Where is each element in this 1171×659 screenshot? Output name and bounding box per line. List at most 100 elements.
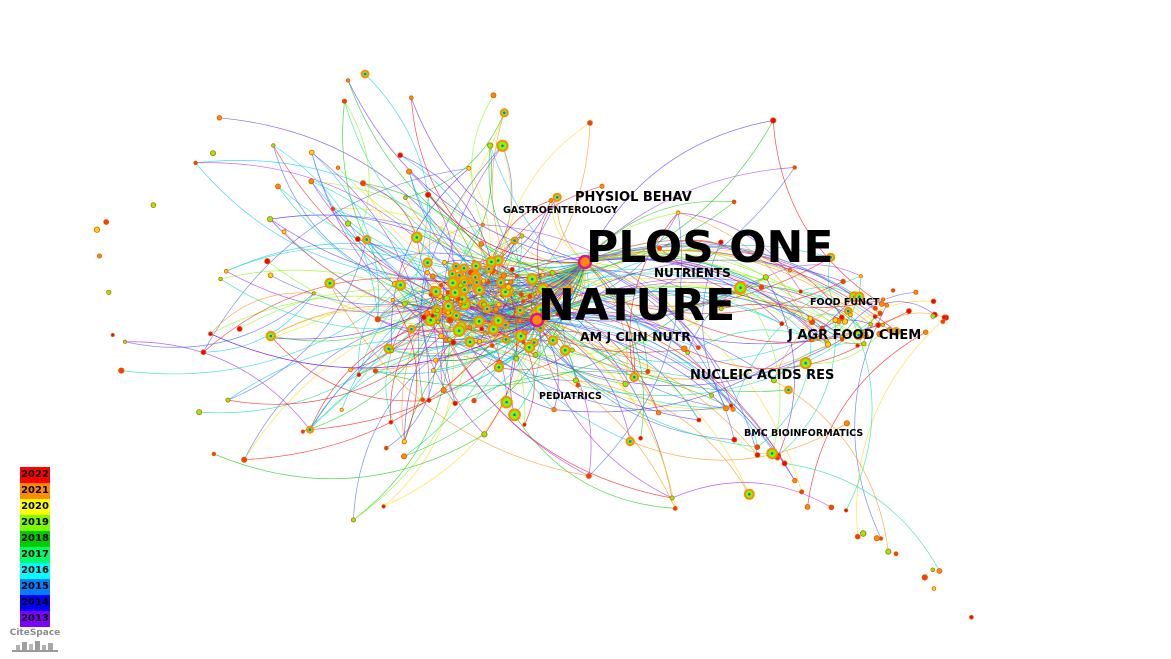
network-node[interactable] xyxy=(223,268,229,274)
network-node[interactable] xyxy=(428,292,433,297)
network-node[interactable] xyxy=(490,92,497,99)
network-node[interactable] xyxy=(792,165,797,170)
network-node[interactable] xyxy=(930,567,936,573)
network-node[interactable] xyxy=(718,306,724,312)
network-node[interactable] xyxy=(429,273,436,280)
network-node[interactable] xyxy=(819,325,825,331)
network-node[interactable] xyxy=(483,331,488,336)
network-node[interactable] xyxy=(445,290,451,295)
network-node[interactable] xyxy=(275,183,281,190)
network-node[interactable] xyxy=(218,276,223,282)
network-node[interactable] xyxy=(518,291,524,297)
network-node[interactable] xyxy=(500,272,507,279)
network-node[interactable] xyxy=(193,160,198,166)
network-node[interactable] xyxy=(810,337,815,343)
network-node[interactable] xyxy=(555,311,561,317)
network-node[interactable] xyxy=(447,337,452,343)
network-node[interactable] xyxy=(110,332,115,337)
network-node[interactable] xyxy=(281,229,287,235)
network-node[interactable] xyxy=(569,347,575,353)
network-node[interactable] xyxy=(599,183,605,189)
network-node[interactable] xyxy=(843,420,850,427)
network-node[interactable] xyxy=(969,614,974,620)
network-node[interactable] xyxy=(433,357,439,363)
network-node[interactable] xyxy=(890,288,896,293)
network-node[interactable] xyxy=(521,339,526,345)
network-node[interactable] xyxy=(731,436,738,443)
network-node[interactable] xyxy=(878,301,885,307)
network-node[interactable] xyxy=(271,143,276,148)
network-node[interactable] xyxy=(940,319,946,325)
label-bmc-bioinformatics[interactable]: BMC BIOINFORMATICS xyxy=(744,428,863,439)
network-node[interactable] xyxy=(471,397,477,404)
network-node[interactable] xyxy=(881,297,886,302)
network-node[interactable] xyxy=(832,317,839,324)
network-node[interactable] xyxy=(196,409,203,416)
network-node[interactable] xyxy=(486,279,491,285)
label-am-j-clin-nutr[interactable]: AM J CLIN NUTR xyxy=(580,329,691,344)
network-node[interactable] xyxy=(383,445,389,451)
network-node[interactable] xyxy=(118,367,125,374)
network-node[interactable] xyxy=(493,306,499,313)
network-node[interactable] xyxy=(519,233,525,239)
network-node[interactable] xyxy=(884,302,890,308)
network-node[interactable] xyxy=(754,444,761,451)
network-node[interactable] xyxy=(478,241,485,247)
network-node[interactable] xyxy=(527,293,533,299)
network-node[interactable] xyxy=(390,297,395,303)
network-node[interactable] xyxy=(466,165,472,171)
network-node[interactable] xyxy=(838,314,845,321)
network-node[interactable] xyxy=(430,367,436,373)
network-node[interactable] xyxy=(754,452,761,458)
network-node[interactable] xyxy=(420,314,427,321)
network-node[interactable] xyxy=(236,325,243,332)
network-node[interactable] xyxy=(200,349,207,356)
network-node[interactable] xyxy=(438,332,445,339)
network-node[interactable] xyxy=(855,343,860,348)
network-node[interactable] xyxy=(572,377,579,384)
network-node[interactable] xyxy=(397,152,404,159)
label-plos-one[interactable]: PLOS ONE xyxy=(586,222,833,273)
network-node[interactable] xyxy=(718,239,724,245)
network-node[interactable] xyxy=(389,348,395,354)
network-node[interactable] xyxy=(696,417,702,423)
network-node[interactable] xyxy=(97,253,103,259)
network-node[interactable] xyxy=(406,168,413,175)
network-node[interactable] xyxy=(824,341,832,348)
network-node[interactable] xyxy=(467,325,473,330)
network-node[interactable] xyxy=(676,210,681,215)
network-node[interactable] xyxy=(300,429,305,434)
network-node[interactable] xyxy=(401,438,407,445)
network-node[interactable] xyxy=(771,377,777,384)
network-node[interactable] xyxy=(549,269,556,276)
network-node[interactable] xyxy=(335,165,341,170)
network-node[interactable] xyxy=(921,574,928,581)
network-node[interactable] xyxy=(345,78,351,83)
network-node[interactable] xyxy=(344,220,352,227)
network-node[interactable] xyxy=(843,508,849,513)
label-physiol-behav[interactable]: PHYSIOL BEHAV xyxy=(575,190,692,205)
network-node[interactable] xyxy=(267,216,274,223)
network-node[interactable] xyxy=(225,397,231,403)
network-node[interactable] xyxy=(434,307,440,314)
network-node[interactable] xyxy=(443,295,451,302)
network-node[interactable] xyxy=(481,431,488,438)
network-node[interactable] xyxy=(906,308,912,315)
network-node[interactable] xyxy=(509,266,515,272)
network-node[interactable] xyxy=(479,326,485,332)
network-node[interactable] xyxy=(487,142,494,149)
network-node[interactable] xyxy=(359,180,366,187)
network-node[interactable] xyxy=(854,533,861,540)
network-node[interactable] xyxy=(522,329,528,335)
network-node[interactable] xyxy=(685,350,691,356)
network-node[interactable] xyxy=(520,299,526,304)
network-node[interactable] xyxy=(586,473,592,479)
network-node[interactable] xyxy=(656,245,663,251)
network-node[interactable] xyxy=(540,273,545,278)
network-node[interactable] xyxy=(696,345,701,351)
network-node[interactable] xyxy=(877,310,883,317)
network-node[interactable] xyxy=(941,314,947,320)
network-node[interactable] xyxy=(770,117,777,124)
network-node[interactable] xyxy=(496,301,502,308)
network-node[interactable] xyxy=(372,368,379,374)
